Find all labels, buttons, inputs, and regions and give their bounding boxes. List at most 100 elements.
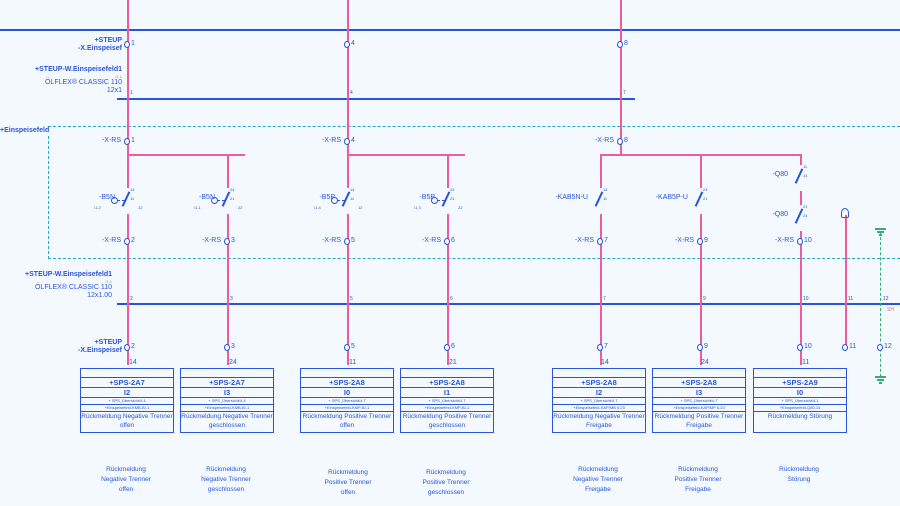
plc-description: Rückmeldung Negative Trenner Freigabe <box>553 413 645 429</box>
terminal-number: 7 <box>604 237 608 244</box>
caption-line: Rückmeldung <box>206 466 246 473</box>
contact-ref: /1.3 <box>414 205 421 210</box>
wire <box>227 154 229 365</box>
contact-pin: 24 <box>703 187 708 192</box>
contact-gap <box>441 188 455 214</box>
plc-pin: 24 <box>229 359 237 366</box>
wire <box>845 215 847 347</box>
plc-pin: 14 <box>129 359 137 366</box>
plc-address: I2 <box>553 388 645 398</box>
terminal-icon <box>597 238 603 245</box>
cable1-line <box>117 98 635 100</box>
wire-bridge <box>347 154 465 156</box>
contact-ref: /1.2 <box>94 205 101 210</box>
terminal-icon <box>617 138 623 145</box>
xrs-label: -X-RS <box>201 237 221 244</box>
caption-line: Rückmeldung <box>578 466 618 473</box>
plc-ref2: +Einspeisefeld-KAP/MP 6.23 <box>653 405 745 412</box>
terminal-icon <box>124 344 130 351</box>
cable1-type: ÖLFLEX® CLASSIC 110 <box>44 79 122 86</box>
caption-line: offen <box>118 486 134 493</box>
xrs-label: -X-RS <box>101 137 121 144</box>
plc-ref1: + SPS_Übersicht/4.7 <box>653 398 745 405</box>
wire-mark: 4 <box>350 90 353 96</box>
wire-mark: 12 <box>883 296 889 302</box>
wire-mark: 3 <box>230 296 233 302</box>
contact-pin: 12 <box>358 205 363 210</box>
wire-mark: 7 <box>603 296 606 302</box>
bottom-terminal-label: +STEUP-X.Einspeisef <box>78 339 122 355</box>
plc-pin: 11 <box>349 359 357 366</box>
plc-ref1: + SPS_Übersicht/4.7 <box>401 398 493 405</box>
group-box-einspeisefeld <box>48 126 900 259</box>
terminal-number: 7 <box>604 343 608 350</box>
contact-label: -KAB5P-U <box>655 194 688 201</box>
contact-pin: 14 <box>130 187 135 192</box>
terminal-icon <box>877 344 883 351</box>
terminal-icon <box>444 238 450 245</box>
cable2-shield: SH <box>887 307 894 313</box>
plc-address: I1 <box>401 388 493 398</box>
terminal-icon <box>597 344 603 351</box>
cable2-cores: 12x1.00 <box>87 292 112 299</box>
xrs-label: -X-RS <box>594 137 614 144</box>
plc-ref2: +Einspeisefeld-KMB-B/-1 <box>81 405 173 412</box>
plc-ref2: +Einspeisefeld-KMP-B/-1 <box>301 405 393 412</box>
contact-pin: 24 <box>450 187 455 192</box>
terminal-icon <box>124 41 130 48</box>
plc-ref2: +Einspeisefeld-KMP-B/-1 <box>401 405 493 412</box>
contact-pin: 14 <box>803 173 808 178</box>
plc-pin: 24 <box>701 359 709 366</box>
caption-line: Rückmeldung <box>328 469 368 476</box>
terminal-icon <box>124 138 130 145</box>
plc-header <box>301 369 393 378</box>
contact-pin: 11 <box>803 164 808 169</box>
terminal-number: 5 <box>351 343 355 350</box>
contact-pin: 24 <box>803 213 808 218</box>
plc-address: I2 <box>81 388 173 398</box>
contact-label: -Q80 <box>772 211 788 218</box>
terminal-number: 11 <box>849 343 857 350</box>
plc-header <box>553 369 645 378</box>
contact-label: -B5P <box>319 194 335 201</box>
wire <box>600 154 602 365</box>
terminal-number: 2 <box>131 237 135 244</box>
terminal-icon <box>617 41 623 48</box>
contact-pin: 21 <box>450 196 455 201</box>
wire-mark: 9 <box>703 296 706 302</box>
contact-pin: 22 <box>238 205 243 210</box>
contact-pin: 21 <box>803 204 808 209</box>
contact-pin: 11 <box>350 196 355 201</box>
plc-description: Rückmeldung Störung <box>767 413 833 420</box>
plc-module: +SPS-2A7 <box>181 378 273 388</box>
plc-ref2: +Einspeisefeld-Q80.14 <box>754 405 846 412</box>
caption-line: Negative Trenner <box>573 476 623 483</box>
plc-ref2: +Einspeisefeld-KMB-B/-1 <box>181 405 273 412</box>
xrs-label: -X-RS <box>321 137 341 144</box>
plc-module: +SPS-2A7 <box>81 378 173 388</box>
contact-ref: /1.4 <box>314 205 321 210</box>
contact-pin: 14 <box>350 187 355 192</box>
contact-pin: 22 <box>458 205 463 210</box>
terminal-number: 4 <box>351 137 355 144</box>
plc-header <box>754 369 846 378</box>
terminal-number: 10 <box>804 343 812 350</box>
wire <box>700 154 702 365</box>
actuator-link <box>437 200 445 201</box>
wire-bridge <box>600 154 800 156</box>
plc-module: +SPS-2A9 <box>754 378 846 388</box>
bottom-terminal-label-1: +STEUP <box>94 339 122 346</box>
sensor-icon <box>841 208 849 218</box>
terminal-number: 6 <box>451 237 455 244</box>
contact-gap <box>794 205 808 231</box>
wire-mark: 5 <box>350 296 353 302</box>
contact-label: -B5P <box>419 194 435 201</box>
wire <box>620 0 622 154</box>
